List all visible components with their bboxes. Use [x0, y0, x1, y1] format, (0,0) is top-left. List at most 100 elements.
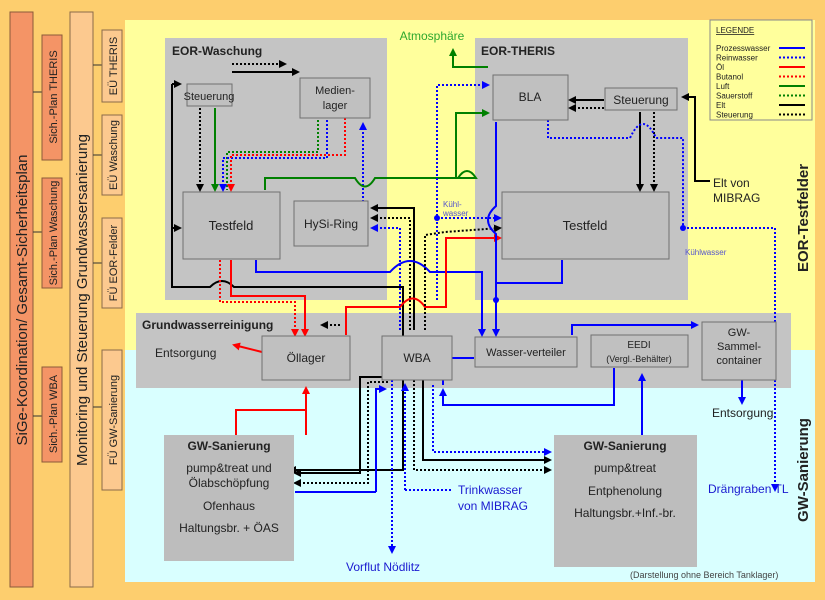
gw-sammelcontainer-box[interactable]: GW- Sammel- container: [701, 321, 777, 381]
svg-text:GW-Sanierung: GW-Sanierung: [583, 439, 666, 453]
svg-text:EEDI: EEDI: [627, 340, 650, 351]
fu-eor-felder: [101, 217, 123, 309]
svg-text:Steuerung: Steuerung: [613, 93, 668, 107]
eor-theris-title: EOR-THERIS: [481, 44, 555, 58]
luft-line: [455, 109, 490, 179]
prozesswasser-line: [487, 122, 500, 337]
svg-text:BLA: BLA: [519, 90, 542, 104]
svg-text:Entphenolung: Entphenolung: [588, 484, 662, 498]
sich-plan-theris: [41, 34, 63, 161]
luft-to-atmosphere: [449, 48, 488, 68]
eu-theris-label: EÜ THERIS: [108, 37, 120, 95]
eu-theris: [101, 29, 123, 103]
sauerstoff-line: [226, 112, 319, 190]
svg-text:Haltungsbr. + ÖAS: Haltungsbr. + ÖAS: [179, 521, 279, 535]
gw-sanierung-left-box[interactable]: GW-Sanierung pump&treat und Ölabschöpfun…: [164, 435, 294, 561]
svg-text:lager: lager: [323, 100, 348, 112]
legend-item-label: Öl: [716, 63, 724, 72]
eor-waschung-title: EOR-Waschung: [172, 44, 262, 58]
sich-plan-theris-label: Sich.-Plan THERIS: [48, 50, 60, 143]
elt-line: [171, 228, 404, 474]
oel-to-entsorgung: [232, 342, 263, 353]
svg-text:Medien-: Medien-: [315, 85, 355, 97]
reinwasser-line: [436, 81, 490, 300]
eu-waschung: [101, 114, 123, 196]
svg-text:Haltungsbr.+Inf.-br.: Haltungsbr.+Inf.-br.: [574, 506, 676, 520]
svg-text:pump&treat: pump&treat: [594, 461, 657, 475]
eedi-box[interactable]: EEDI (Vergl.-Behälter): [590, 334, 689, 368]
svg-text:Öllager: Öllager: [287, 351, 326, 365]
legend-title: LEGENDE: [716, 26, 754, 35]
reinwasser-line: [219, 112, 328, 192]
sich-plan-waschung: [41, 177, 63, 289]
elt-von-mibrag-label-2: MIBRAG: [713, 191, 760, 205]
oel-line: [345, 234, 502, 335]
entsorgung-left: Entsorgung: [155, 346, 216, 360]
grundwasserreinigung-title: Grundwasserreinigung: [142, 318, 273, 332]
legend: LEGENDE ProzesswasserReinwasserÖlButanol…: [709, 19, 813, 121]
svg-text:WBA: WBA: [403, 351, 430, 365]
monitoring-label: Monitoring und Steuerung Grundwassersani…: [74, 134, 91, 466]
draengraben-label: Drängraben TL: [708, 482, 789, 496]
legend-item-label: Reinwasser: [716, 54, 758, 63]
svg-text:container: container: [716, 355, 762, 367]
svg-text:Sammel-: Sammel-: [717, 341, 761, 353]
gw-sanierung-zone-label: GW-Sanierung: [795, 418, 812, 522]
vorflut-label: Vorflut Nödlitz: [346, 560, 420, 574]
sige-koordination-bar: [9, 11, 34, 588]
eor-theris-steuerung[interactable]: Steuerung: [604, 87, 678, 111]
testfeld-waschung-box[interactable]: Testfeld: [182, 191, 281, 260]
svg-text:GW-: GW-: [728, 327, 751, 339]
entsorgung-right: Entsorgung: [712, 406, 773, 420]
testfeld-theris-box[interactable]: Testfeld: [501, 191, 670, 260]
oellager-box[interactable]: Öllager: [261, 335, 351, 381]
gw-sanierung-right-box[interactable]: GW-Sanierung pump&treat Entphenolung Hal…: [554, 435, 697, 567]
eor-waschung-panel: [165, 38, 387, 300]
monitoring-bar: [69, 11, 94, 588]
wba-box[interactable]: WBA: [381, 335, 453, 381]
footnote: (Darstellung ohne Bereich Tanklager): [630, 570, 778, 580]
kuehlwasser-right: Kühlwasser: [685, 248, 727, 257]
prozesswasser-line: [255, 260, 486, 337]
sige-koordination-label: SiGe-Koordination/ Gesamt-Sicherheitspla…: [14, 155, 31, 446]
eor-testfelder-label: EOR-Testfelder: [795, 164, 812, 272]
svg-text:Testfeld: Testfeld: [209, 218, 254, 233]
eu-waschung-label: EÜ Waschung: [108, 120, 120, 190]
sich-plan-wba: [41, 366, 63, 463]
atmosphaere-label: Atmosphäre: [400, 29, 465, 43]
trinkwasser-label-1: Trinkwasser: [458, 483, 522, 497]
sich-plan-waschung-label: Sich.-Plan Waschung: [48, 181, 60, 286]
svg-text:Steuerung: Steuerung: [184, 91, 235, 103]
legend-item-label: Sauerstoff: [716, 92, 753, 101]
legend-item-label: Butanol: [716, 73, 743, 82]
oel-line: [230, 260, 309, 337]
svg-text:Wasser-verteiler: Wasser-verteiler: [486, 347, 566, 359]
wasserverteiler-box[interactable]: Wasser-verteiler: [474, 336, 578, 368]
legend-item-label: Steuerung: [716, 111, 753, 120]
kuehlwasser-small-2: wasser: [442, 209, 469, 218]
medienlager-box[interactable]: Medien- lager: [299, 77, 371, 119]
flow-lines: [171, 48, 779, 554]
eor-waschung-steuerung[interactable]: Steuerung: [184, 83, 235, 107]
kuehlwasser-small-1: Kühl-: [443, 200, 462, 209]
svg-text:(Vergl.-Behälter): (Vergl.-Behälter): [606, 354, 672, 364]
elt-von-mibrag-label-1: Elt von: [713, 176, 750, 190]
trinkwasser-label-2: von MIBRAG: [458, 499, 528, 513]
svg-text:Ölabschöpfung: Ölabschöpfung: [189, 476, 270, 490]
svg-text:pump&treat und: pump&treat und: [186, 461, 271, 475]
svg-text:GW-Sanierung: GW-Sanierung: [187, 439, 270, 453]
fu-eor-felder-label: FÜ EOR-Felder: [108, 224, 120, 301]
butanol-line: [227, 118, 346, 192]
hysi-ring-box[interactable]: HySi-Ring: [293, 200, 369, 247]
legend-item-label: Luft: [716, 82, 730, 91]
legend-item-label: Prozesswasser: [716, 44, 771, 53]
legend-item-label: Elt: [716, 101, 726, 110]
butanol-line: [219, 260, 299, 337]
sich-plan-wba-label: Sich.-Plan WBA: [48, 374, 60, 453]
left-panel: SiGe-Koordination/ Gesamt-Sicherheitspla…: [9, 11, 123, 588]
fu-gw-sanierung: [101, 349, 123, 491]
svg-text:Testfeld: Testfeld: [563, 218, 608, 233]
svg-text:HySi-Ring: HySi-Ring: [304, 217, 358, 231]
bla-box[interactable]: BLA: [492, 74, 569, 121]
